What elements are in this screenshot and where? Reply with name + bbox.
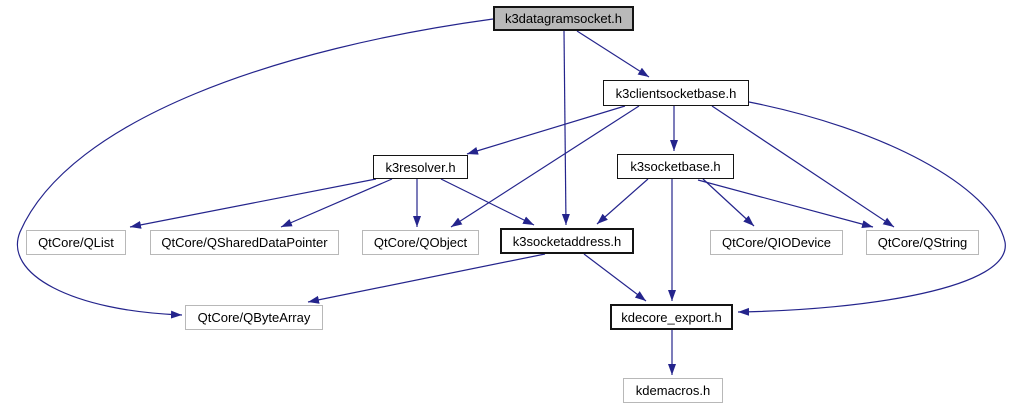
node-label: QtCore/QIODevice [721, 235, 832, 250]
node-label: kdemacros.h [635, 383, 711, 398]
edge-clientsocketbase-qstring [711, 105, 895, 228]
node-qtcore-qobject: QtCore/QObject [362, 230, 479, 255]
edge-socketaddress-qbytearray [307, 253, 546, 304]
node-k3resolver[interactable]: k3resolver.h [373, 155, 468, 179]
node-k3socketbase[interactable]: k3socketbase.h [617, 154, 734, 179]
node-label: k3datagramsocket.h [504, 11, 623, 26]
edge-datagram-clientsocketbase [576, 30, 650, 78]
edge-resolver-socketaddress [440, 178, 535, 226]
node-label: k3resolver.h [385, 159, 456, 175]
edge-resolver-qshareddatapointer [280, 178, 393, 228]
node-label: k3socketbase.h [630, 159, 721, 174]
node-qtcore-qlist: QtCore/QList [26, 230, 126, 255]
node-qtcore-qiodevice: QtCore/QIODevice [710, 230, 843, 255]
edge-socketbase-socketaddress [596, 178, 649, 225]
node-label: QtCore/QObject [373, 235, 468, 250]
node-label: k3clientsocketbase.h [615, 85, 737, 101]
edge-socketaddress-kdecore [583, 253, 647, 302]
node-label: kdecore_export.h [621, 309, 722, 325]
node-k3socketaddress[interactable]: k3socketaddress.h [500, 228, 634, 254]
edge-resolver-qlist [129, 178, 377, 229]
node-qtcore-qbytearray: QtCore/QByteArray [185, 305, 323, 330]
edge-clientsocketbase-kdecore [737, 101, 1006, 316]
edge-datagram-socketaddress [561, 30, 570, 226]
node-k3datagramsocket: k3datagramsocket.h [493, 6, 634, 31]
node-label: QtCore/QList [38, 235, 114, 250]
node-k3clientsocketbase[interactable]: k3clientsocketbase.h [603, 80, 749, 106]
node-kdemacros: kdemacros.h [623, 378, 723, 403]
node-label: QtCore/QSharedDataPointer [161, 235, 328, 250]
edge-socketbase-qiodevice [702, 178, 755, 227]
node-label: QtCore/QString [877, 235, 968, 250]
edge-socketbase-qstring [697, 179, 874, 229]
edge-clientsocketbase-qobject [450, 105, 640, 228]
edge-clientsocketbase-resolver [466, 105, 626, 155]
node-qtcore-qshareddatapointer: QtCore/QSharedDataPointer [150, 230, 339, 255]
node-label: k3socketaddress.h [512, 233, 622, 249]
node-kdecore-export[interactable]: kdecore_export.h [610, 304, 733, 330]
node-label: QtCore/QByteArray [197, 310, 311, 325]
node-qtcore-qstring: QtCore/QString [866, 230, 979, 255]
